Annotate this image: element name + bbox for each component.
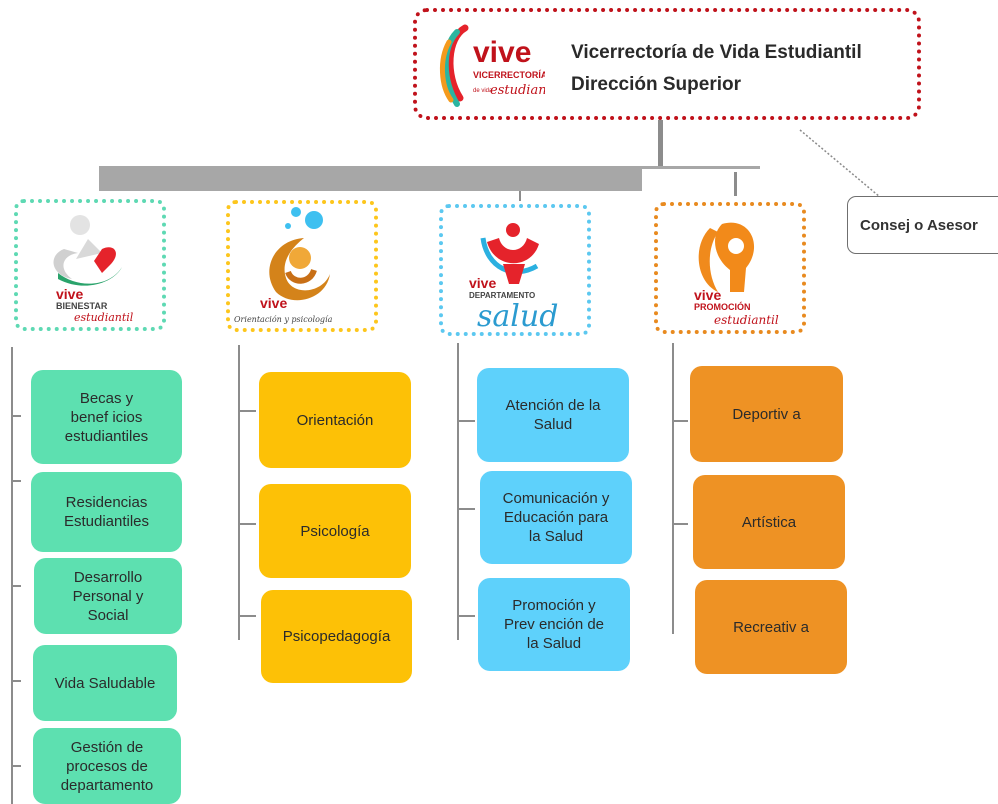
logo-brand: vive [260,295,287,311]
logo-name: PROMOCIÓN [694,301,751,312]
card-artistica: Artística [693,475,845,569]
col2-vline [238,345,240,640]
logo-name: BIENESTAR [56,301,108,311]
bienestar-logo: vive BIENESTAR estudiantil [53,215,134,324]
col2-tick [238,410,256,412]
col4-tick [672,420,688,422]
orientacion-logo: vive Orientación y psicología [234,207,333,324]
connector-dept-4 [734,172,737,196]
logo-name: DEPARTAMENTO [469,291,535,300]
direccion-superior-title: Dirección Superior [571,74,741,95]
logo-script: Orientación y psicología [234,315,333,324]
card-promocion-salud: Promoción y Prev ención de la Salud [478,578,630,671]
dept-orientacion-box: vive Orientación y psicología [226,200,378,332]
dept-bienestar-box: vive BIENESTAR estudiantil [14,199,166,331]
horizontal-bar [99,166,642,191]
col1-tick [11,480,21,482]
card-gestion: Gestión de procesos de departamento [33,728,181,804]
card-recreativa: Recreativ a [695,580,847,674]
col1-tick [11,680,21,682]
card-atencion: Atención de la Salud [477,368,629,462]
card-residencias: Residencias Estudiantiles [31,472,182,552]
card-comunicacion: Comunicación y Educación para la Salud [480,471,632,564]
col1-tick [11,765,21,767]
connector-dept-3 [519,191,521,201]
col3-tick [457,420,475,422]
connector-top-vertical [658,120,663,166]
col4-vline [672,343,674,634]
logo-sub1: VICERRECTORÍA [473,70,545,80]
col2-tick [238,615,256,617]
logo-sub3: estudiantil [490,83,545,98]
col3-tick [457,508,475,510]
col3-tick [457,615,475,617]
card-desarrollo: Desarrollo Personal y Social [34,558,182,634]
logo-script: estudiantil [74,311,134,324]
dept-salud-box: vive DEPARTAMENTO salud [439,204,591,336]
card-psicopedagogia: Psicopedagogía [261,590,412,683]
logo-brand: vive [694,287,721,303]
vicerrectoria-title: Vicerrectoría de Vida Estudiantil [571,42,862,63]
col1-tick [11,585,21,587]
col1-vline [11,347,13,804]
logo-script: salud [477,299,558,332]
card-becas: Becas y benef icios estudiantiles [31,370,182,464]
horizontal-bar-thin [640,166,760,169]
col2-tick [238,523,256,525]
salud-logo: vive DEPARTAMENTO salud [469,223,558,334]
card-vida-saludable: Vida Saludable [33,645,177,721]
dept-promocion-box: vive PROMOCIÓN estudiantil [654,202,806,334]
logo-brand: vive [469,275,496,291]
vicerrectoria-box: vive VICERRECTORÍA de vida estudiantil V… [413,8,921,120]
col3-vline [457,343,459,640]
card-orientacion: Orientación [259,372,411,468]
vive-vicerrectoria-logo: vive VICERRECTORÍA de vida estudiantil [440,24,545,107]
card-psicologia: Psicología [259,484,411,578]
promocion-logo: vive PROMOCIÓN estudiantil [694,222,779,327]
col4-tick [672,523,688,525]
logo-brand: vive [56,286,83,302]
logo-brand-text: vive [473,36,531,69]
col1-tick [11,415,21,417]
logo-sub2: de vida [473,88,493,94]
card-deportiva: Deportiv a [690,366,843,462]
logo-script: estudiantil [714,313,779,327]
consejo-asesor-box: Consej o Asesor [847,196,998,254]
